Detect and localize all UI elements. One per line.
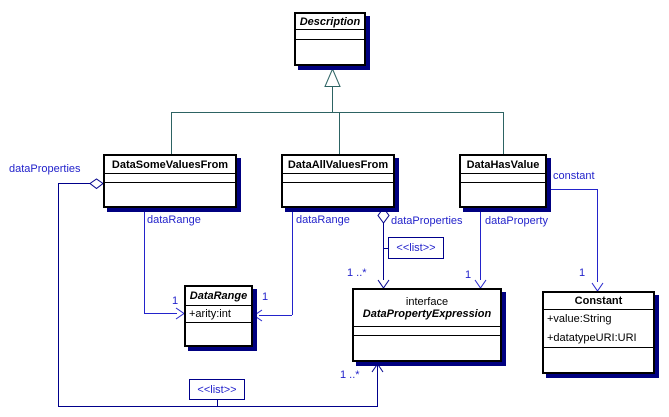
list-stereotype-label: <<list>> bbox=[197, 383, 237, 396]
association-datarange-left-vline bbox=[144, 208, 145, 313]
aggregation-diamond-icon bbox=[377, 207, 390, 224]
generalization-branch-dataallvaluesfrom bbox=[339, 112, 340, 154]
multiplicity-dpe-top-left: 1 ..* bbox=[347, 267, 367, 279]
class-datapropertyexpression[interactable]: interface DataPropertyExpression bbox=[352, 288, 502, 362]
class-name: DataAllValuesFrom bbox=[287, 158, 389, 171]
aggregation-dataproperties-left-hline-top bbox=[58, 183, 90, 184]
association-label-dataproperty: dataProperty bbox=[485, 215, 548, 227]
class-title: DataAllValuesFrom bbox=[283, 156, 393, 174]
association-datarange-right-vline bbox=[292, 208, 293, 315]
class-datasomevaluesfrom[interactable]: DataSomeValuesFrom bbox=[103, 154, 237, 208]
generalization-branch-datasomevaluesfrom bbox=[171, 112, 172, 154]
class-name: DataRange bbox=[189, 290, 248, 302]
list-box-connector-upper bbox=[383, 248, 389, 249]
generalization-branch-datahasvalue bbox=[503, 112, 504, 154]
class-constant[interactable]: Constant +value:String +datatypeURI:URI bbox=[542, 291, 655, 374]
multiplicity-constant-top: 1 bbox=[579, 267, 586, 279]
aggregation-dataproperties-right-vline bbox=[383, 223, 384, 280]
association-datarange-right-hline bbox=[259, 315, 292, 316]
arrowhead-left-icon bbox=[253, 309, 263, 322]
association-dataproperty-vline bbox=[480, 208, 481, 280]
multiplicity-datarange-right: 1 bbox=[262, 291, 269, 303]
methods-compartment bbox=[461, 183, 545, 206]
association-label-dataproperties-right: dataProperties bbox=[391, 215, 463, 227]
list-stereotype-box-lower[interactable]: <<list>> bbox=[189, 379, 245, 400]
multiplicity-datarange-left: 1 bbox=[172, 295, 179, 307]
attributes-compartment bbox=[461, 174, 545, 183]
class-title: Constant bbox=[544, 293, 653, 310]
attribute: +datatypeURI:URI bbox=[547, 332, 637, 344]
class-dataallvaluesfrom[interactable]: DataAllValuesFrom bbox=[281, 154, 395, 208]
attributes-compartment bbox=[283, 174, 393, 183]
class-stereotype: interface bbox=[405, 296, 449, 308]
class-title: Description bbox=[296, 14, 364, 30]
class-title: DataSomeValuesFrom bbox=[105, 156, 235, 174]
multiplicity-dpe-bottom: 1 ..* bbox=[340, 369, 360, 381]
class-title: interface DataPropertyExpression bbox=[354, 290, 500, 327]
association-label-datarange-right: dataRange bbox=[296, 214, 350, 226]
association-datarange-left-hline bbox=[144, 313, 177, 314]
attributes-compartment: +arity:int bbox=[186, 306, 251, 323]
class-name: Description bbox=[299, 15, 361, 28]
methods-compartment bbox=[296, 40, 364, 64]
class-name: DataHasValue bbox=[466, 158, 540, 171]
association-label-constant: constant bbox=[553, 170, 595, 182]
attributes-compartment: +value:String +datatypeURI:URI bbox=[544, 310, 653, 348]
generalization-horizontal-line bbox=[171, 112, 504, 113]
multiplicity-dpe-top-right: 1 bbox=[465, 269, 472, 281]
methods-compartment bbox=[186, 323, 251, 345]
class-name: Constant bbox=[574, 295, 623, 307]
attributes-compartment bbox=[296, 30, 364, 40]
attributes-compartment bbox=[105, 174, 235, 183]
aggregation-diamond-icon bbox=[89, 178, 104, 190]
list-stereotype-label: <<list>> bbox=[396, 242, 436, 254]
aggregation-dataproperties-bottom-hline bbox=[58, 406, 378, 407]
association-label-dataproperties-left: dataProperties bbox=[9, 163, 81, 175]
list-stereotype-box-upper[interactable]: <<list>> bbox=[388, 237, 444, 259]
methods-compartment bbox=[105, 183, 235, 206]
list-box-connector-lower bbox=[217, 400, 218, 406]
generalization-triangle-icon bbox=[324, 67, 341, 88]
aggregation-dataproperties-bottom-vline bbox=[377, 364, 378, 406]
attribute: +arity:int bbox=[189, 308, 231, 320]
methods-compartment bbox=[354, 336, 500, 360]
class-name: DataSomeValuesFrom bbox=[111, 158, 229, 171]
class-datahasvalue[interactable]: DataHasValue bbox=[459, 154, 547, 208]
class-name: DataPropertyExpression bbox=[362, 308, 492, 320]
arrowhead-up-icon bbox=[371, 363, 384, 373]
class-description[interactable]: Description bbox=[294, 12, 366, 66]
class-datarange[interactable]: DataRange +arity:int bbox=[184, 285, 253, 347]
aggregation-dataproperties-left-vline bbox=[58, 183, 59, 407]
class-title: DataHasValue bbox=[461, 156, 545, 174]
generalization-stem-line bbox=[332, 87, 333, 112]
association-constant-vline bbox=[597, 189, 598, 282]
attribute: +value:String bbox=[547, 313, 612, 325]
methods-compartment bbox=[283, 183, 393, 206]
association-label-datarange-left: dataRange bbox=[147, 214, 201, 226]
attributes-compartment bbox=[354, 327, 500, 336]
class-title: DataRange bbox=[186, 287, 251, 306]
association-constant-hline bbox=[547, 189, 597, 190]
methods-compartment bbox=[544, 348, 653, 372]
